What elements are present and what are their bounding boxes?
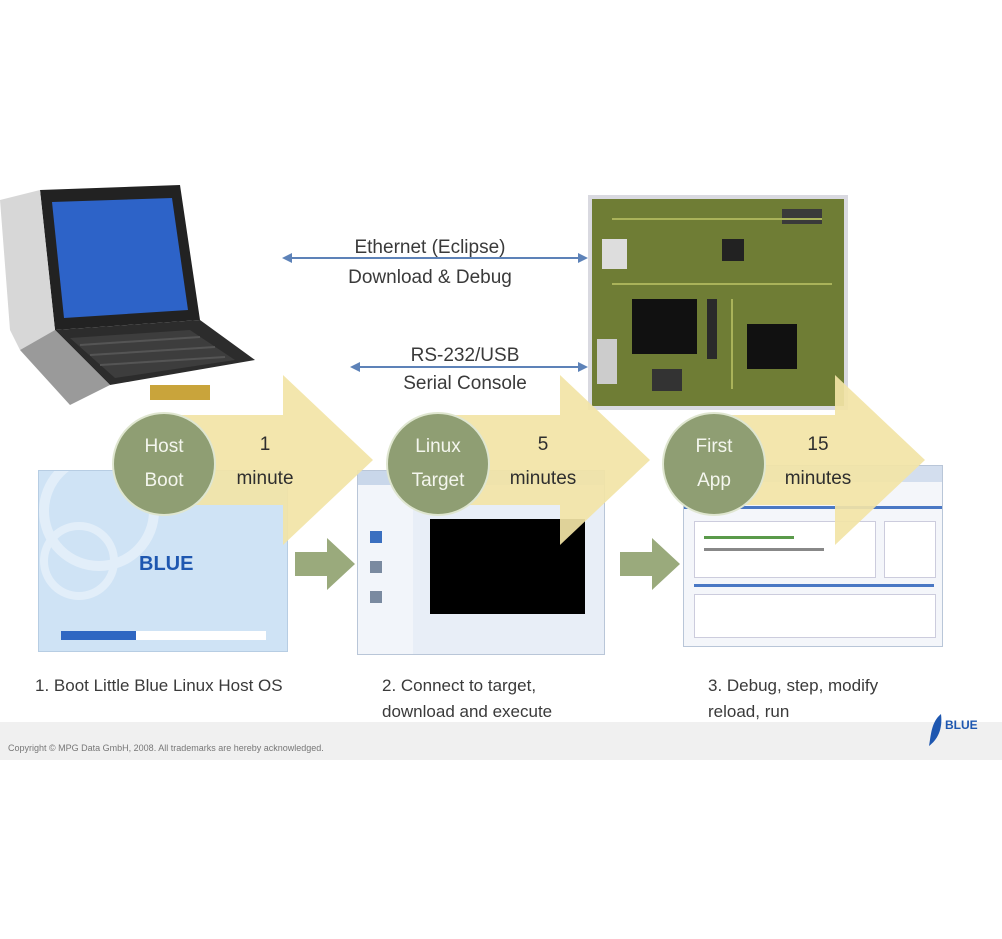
duration-unit: minutes [509,468,577,489]
circle-label-line1: Linux [415,436,461,457]
next-step-arrow-2 [620,538,680,590]
step-caption-1: 1. Boot Little Blue Linux Host OS [35,673,355,699]
ethernet-label-line2: Download & Debug [348,267,512,288]
serial-connection-line [350,359,588,375]
copyright-text: Copyright © MPG Data GmbH, 2008. All tra… [8,743,324,753]
ethernet-connection-line [282,250,588,266]
step-duration-1: 1 minute [215,428,315,496]
step-circle-host-boot: Host Boot [112,412,216,516]
footer-logo-text: BLUE [945,718,978,732]
next-step-arrow-1 [295,538,355,590]
terminal-window [430,519,585,614]
step-circle-linux-target: Linux Target [386,412,490,516]
serial-label-line1: RS-232/USB [410,345,520,366]
ethernet-label-line1: Ethernet (Eclipse) [354,237,506,258]
duration-value: 15 [807,434,829,455]
footer-bar [0,722,1002,760]
duration-unit: minute [236,468,294,489]
step-caption-3: 3. Debug, step, modify reload, run [708,673,938,725]
ethernet-connection-label: Ethernet (Eclipse) Download & Debug [310,236,550,290]
duration-value: 5 [537,434,549,455]
step-duration-3: 15 minutes [768,428,868,496]
circle-label-line2: Boot [144,470,184,491]
duration-unit: minutes [784,468,852,489]
circle-label-line2: App [697,470,731,491]
duration-arrow-3 [720,375,925,545]
embedded-board-image [588,195,848,410]
caption-line2: reload, run [708,702,790,721]
step-circle-first-app: First App [662,412,766,516]
serial-connection-label: RS-232/USB Serial Console [360,344,570,396]
caption-line1: 2. Connect to target, [382,676,537,695]
serial-label-line2: Serial Console [403,373,527,394]
duration-arrow-2 [445,375,650,545]
circle-label-line1: First [695,436,733,457]
step-duration-2: 5 minutes [493,428,593,496]
footer-logo: BLUE [925,708,985,750]
step-caption-2: 2. Connect to target, download and execu… [382,673,612,725]
duration-arrow-1 [168,375,373,545]
debug-ide-thumbnail [683,465,943,647]
caption-line1: 3. Debug, step, modify [708,676,879,695]
laptop-image [0,180,270,410]
circle-label-line2: Target [411,470,465,491]
caption-line1: 1. Boot Little Blue Linux Host OS [35,676,283,695]
duration-value: 1 [259,434,271,455]
logo-mark-icon [929,714,942,746]
boot-screen-logo: BLUE [139,553,194,575]
caption-line2: download and execute [382,702,553,721]
circle-label-line1: Host [144,436,184,457]
